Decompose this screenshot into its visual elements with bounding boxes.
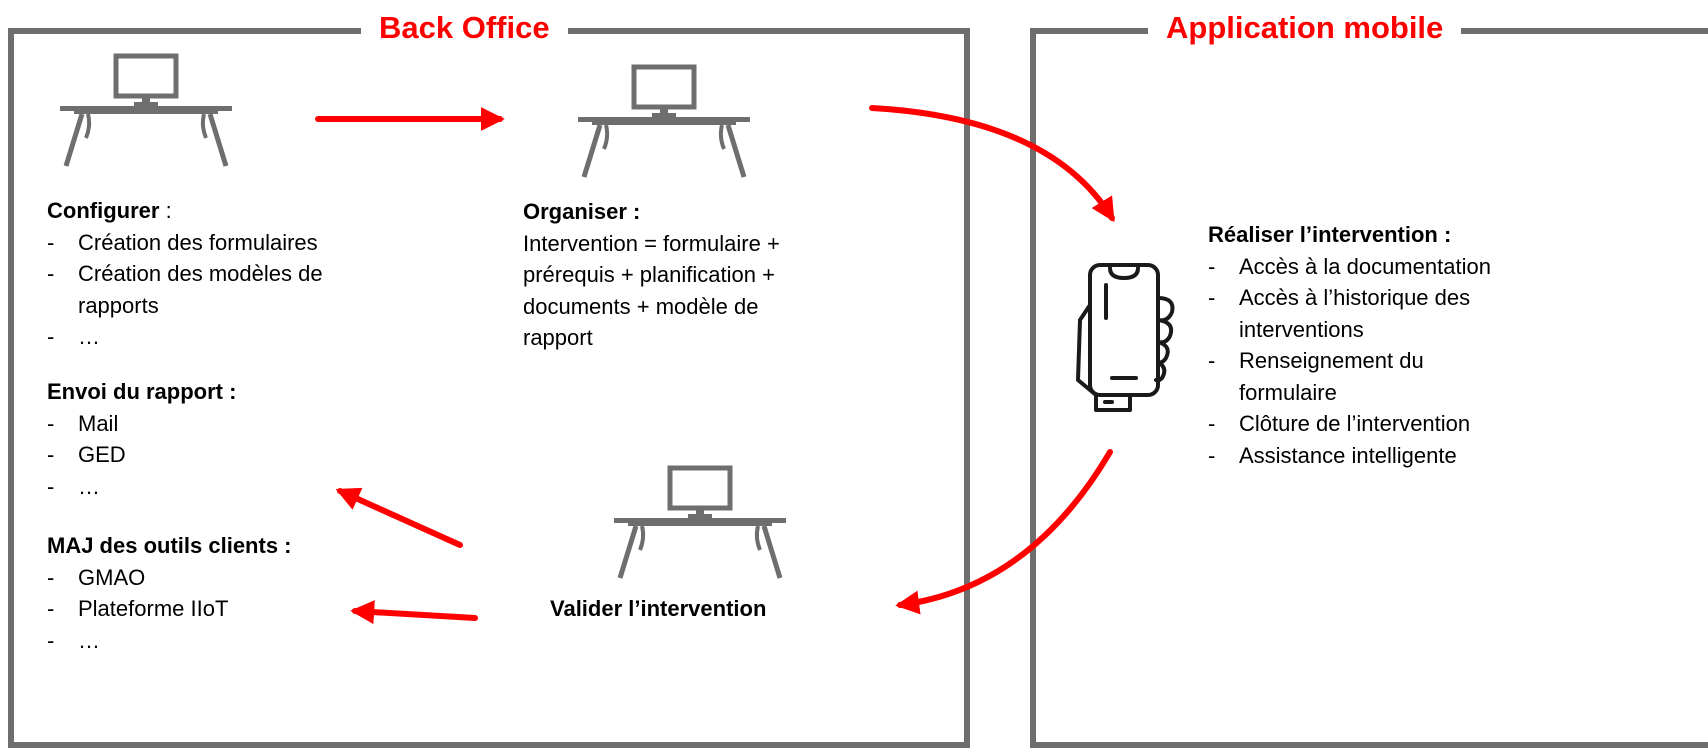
envoi-rapport-section: Envoi du rapport : -Mail -GED -… <box>47 376 407 502</box>
organiser-section: Organiser : Intervention = formulaire + … <box>523 196 863 354</box>
configurer-item: … <box>78 324 100 349</box>
configurer-item: Création des formulaires <box>78 229 318 255</box>
list-item: -… <box>47 324 100 349</box>
arrow-valider-to-envoi <box>335 487 463 548</box>
phone-in-hand-icon <box>1076 263 1175 412</box>
back-office-title: Back Office <box>361 10 568 46</box>
list-item: -GMAO <box>47 564 146 590</box>
organiser-line: prérequis + planification + <box>523 262 775 287</box>
list-item: -Création des formulaires <box>47 229 318 255</box>
maj-item: Plateforme IIoT <box>78 596 229 621</box>
desk-computer-icon <box>60 56 232 166</box>
application-mobile-panel: Application mobile <box>1030 10 1708 748</box>
envoi-heading: Envoi du rapport : <box>47 379 237 404</box>
list-item: -Mail <box>47 410 119 436</box>
arrow-mobile-to-valider <box>895 449 1113 615</box>
list-item: -Accès à la documentation <box>1208 253 1491 279</box>
desk-computer-icon <box>614 468 786 578</box>
maj-item: … <box>78 627 100 653</box>
list-item: -Création des modèles de rapports <box>47 261 323 318</box>
list-item: -GED <box>47 442 126 467</box>
envoi-item: … <box>78 473 100 499</box>
maj-item: GMAO <box>78 564 146 590</box>
list-item: -… <box>47 627 100 653</box>
list-item: -Accès à l’historique des interventions <box>1208 285 1471 342</box>
organiser-heading: Organiser : <box>523 199 641 224</box>
desk-computer-icon <box>578 67 750 177</box>
realiser-heading: Réaliser l’intervention : <box>1208 222 1452 247</box>
organiser-line: rapport <box>523 325 593 350</box>
valider-intervention-label: Valider l’intervention <box>550 596 767 621</box>
envoi-item: Mail <box>78 410 119 436</box>
envoi-item: GED <box>78 442 126 467</box>
configurer-section: Configurer : -Création des formulaires -… <box>47 195 407 353</box>
realiser-item: Accès à l’historique des interventions <box>1239 285 1471 342</box>
list-item: -Clôture de l’intervention <box>1208 411 1471 436</box>
arrow-valider-to-maj <box>350 600 478 625</box>
list-item: -Assistance intelligente <box>1208 442 1457 468</box>
back-office-panel: Back Office <box>8 10 970 748</box>
realiser-item: Renseignement du formulaire <box>1239 348 1424 405</box>
configurer-heading: Configurer <box>47 198 160 223</box>
realiser-item: Accès à la documentation <box>1239 253 1491 279</box>
configurer-colon: : <box>159 198 172 223</box>
configurer-item: Création des modèles de rapports <box>78 261 323 318</box>
realiser-item: Clôture de l’intervention <box>1239 411 1471 436</box>
realiser-item: Assistance intelligente <box>1239 442 1457 468</box>
maj-heading: MAJ des outils clients : <box>47 533 292 558</box>
organiser-line: documents + modèle de <box>523 293 759 319</box>
realiser-section: Réaliser l’intervention : -Accès à la do… <box>1208 219 1568 471</box>
maj-outils-section: MAJ des outils clients : -GMAO -Platefor… <box>47 530 407 656</box>
list-item: -Plateforme IIoT <box>47 596 229 621</box>
organiser-line: Intervention = formulaire + <box>523 230 780 256</box>
list-item: -Renseignement du formulaire <box>1208 348 1424 405</box>
application-mobile-title: Application mobile <box>1148 10 1462 46</box>
list-item: -… <box>47 473 100 499</box>
arrow-organiser-to-mobile <box>869 105 1115 223</box>
